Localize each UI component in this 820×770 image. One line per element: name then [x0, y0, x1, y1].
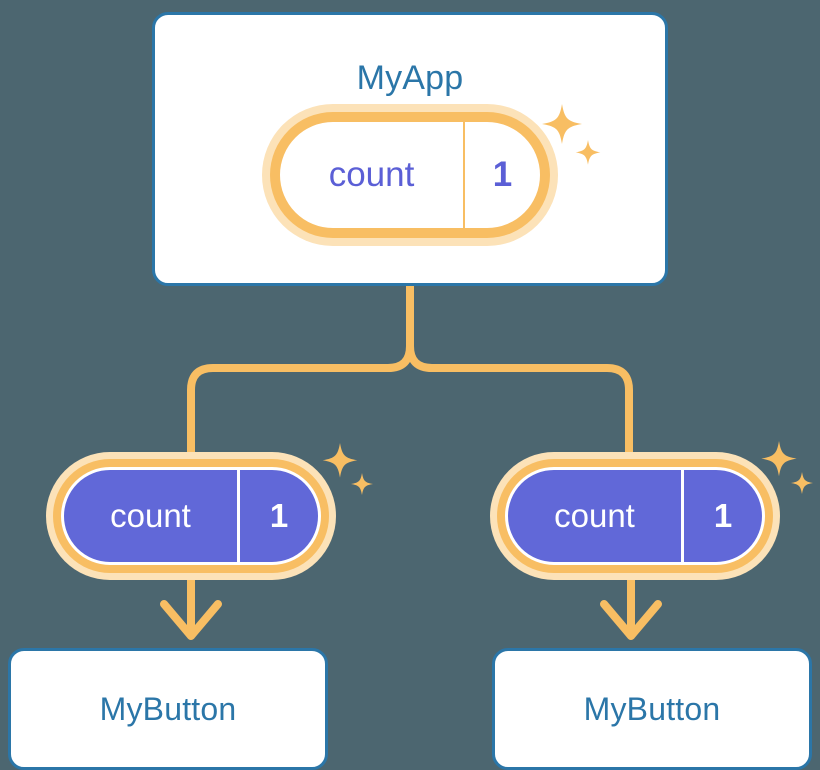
state-pill-value: 1 [713, 497, 733, 534]
state-pill-branch-left: count 1 [46, 452, 336, 580]
myapp-card-title: MyApp [356, 59, 464, 97]
mybutton-card-left-title: MyButton [99, 691, 237, 727]
mybutton-card-left: MyButton [8, 648, 328, 770]
state-pill-value: 1 [269, 497, 289, 534]
connector-branch-right [406, 282, 633, 456]
state-pill-body: count 1 [505, 467, 765, 565]
state-pill-value: 1 [492, 155, 513, 194]
arrow-down-icon-left [160, 578, 222, 640]
state-pill-key: count [508, 470, 684, 562]
state-pill-body: count 1 [280, 122, 540, 228]
arrow-down-icon-right [600, 578, 662, 640]
mybutton-card-right: MyButton [492, 648, 812, 770]
state-pill-key: count [280, 122, 465, 228]
state-pill-key: count [64, 470, 240, 562]
mybutton-card-right-title: MyButton [583, 691, 721, 727]
state-pill-branch-right: count 1 [490, 452, 780, 580]
state-pill-body: count 1 [61, 467, 321, 565]
state-pill-myapp: count 1 [262, 104, 558, 246]
connector-branch-left [187, 282, 414, 456]
